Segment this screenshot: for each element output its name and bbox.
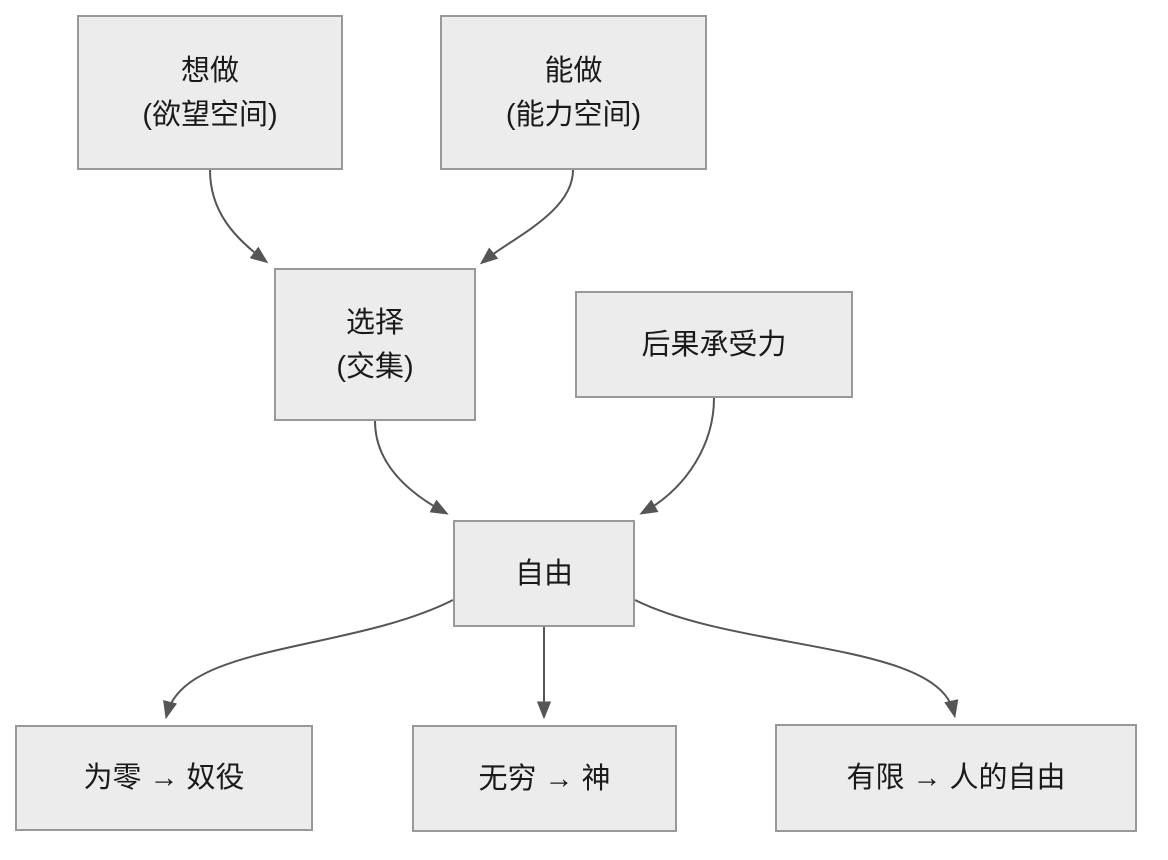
edge-consequence-to-freedom xyxy=(639,397,715,515)
node-choice-line1: 选择 xyxy=(345,306,404,339)
node-can-line1: 能做 xyxy=(544,54,603,87)
node-consequence: 后果承受力 xyxy=(575,291,853,398)
node-limited: 有限 → 人的自由 xyxy=(775,724,1137,832)
node-infinite: 无穷 → 神 xyxy=(412,725,677,832)
node-limited-label: 有限 → 人的自由 xyxy=(846,762,1066,794)
node-freedom-label: 自由 xyxy=(514,557,573,590)
edge-choice-to-freedom xyxy=(374,420,449,515)
node-want-line2: (欲望空间) xyxy=(142,98,278,131)
edge-freedom-to-limited xyxy=(634,599,959,719)
node-can: 能做 (能力空间) xyxy=(440,15,707,170)
node-choice: 选择 (交集) xyxy=(274,268,476,421)
edge-can-to-choice xyxy=(479,169,574,265)
node-zero: 为零 → 奴役 xyxy=(15,725,313,831)
node-freedom: 自由 xyxy=(453,520,635,627)
node-consequence-label: 后果承受力 xyxy=(641,328,787,361)
node-infinite-label: 无穷 → 神 xyxy=(478,762,611,795)
edge-want-to-choice xyxy=(209,169,269,264)
edge-freedom-to-zero xyxy=(163,599,454,720)
node-choice-line2: (交集) xyxy=(336,350,414,383)
node-can-line2: (能力空间) xyxy=(505,98,642,131)
node-want: 想做 (欲望空间) xyxy=(77,15,343,170)
node-want-line1: 想做 xyxy=(180,54,239,87)
node-zero-label: 为零 → 奴役 xyxy=(83,762,245,794)
